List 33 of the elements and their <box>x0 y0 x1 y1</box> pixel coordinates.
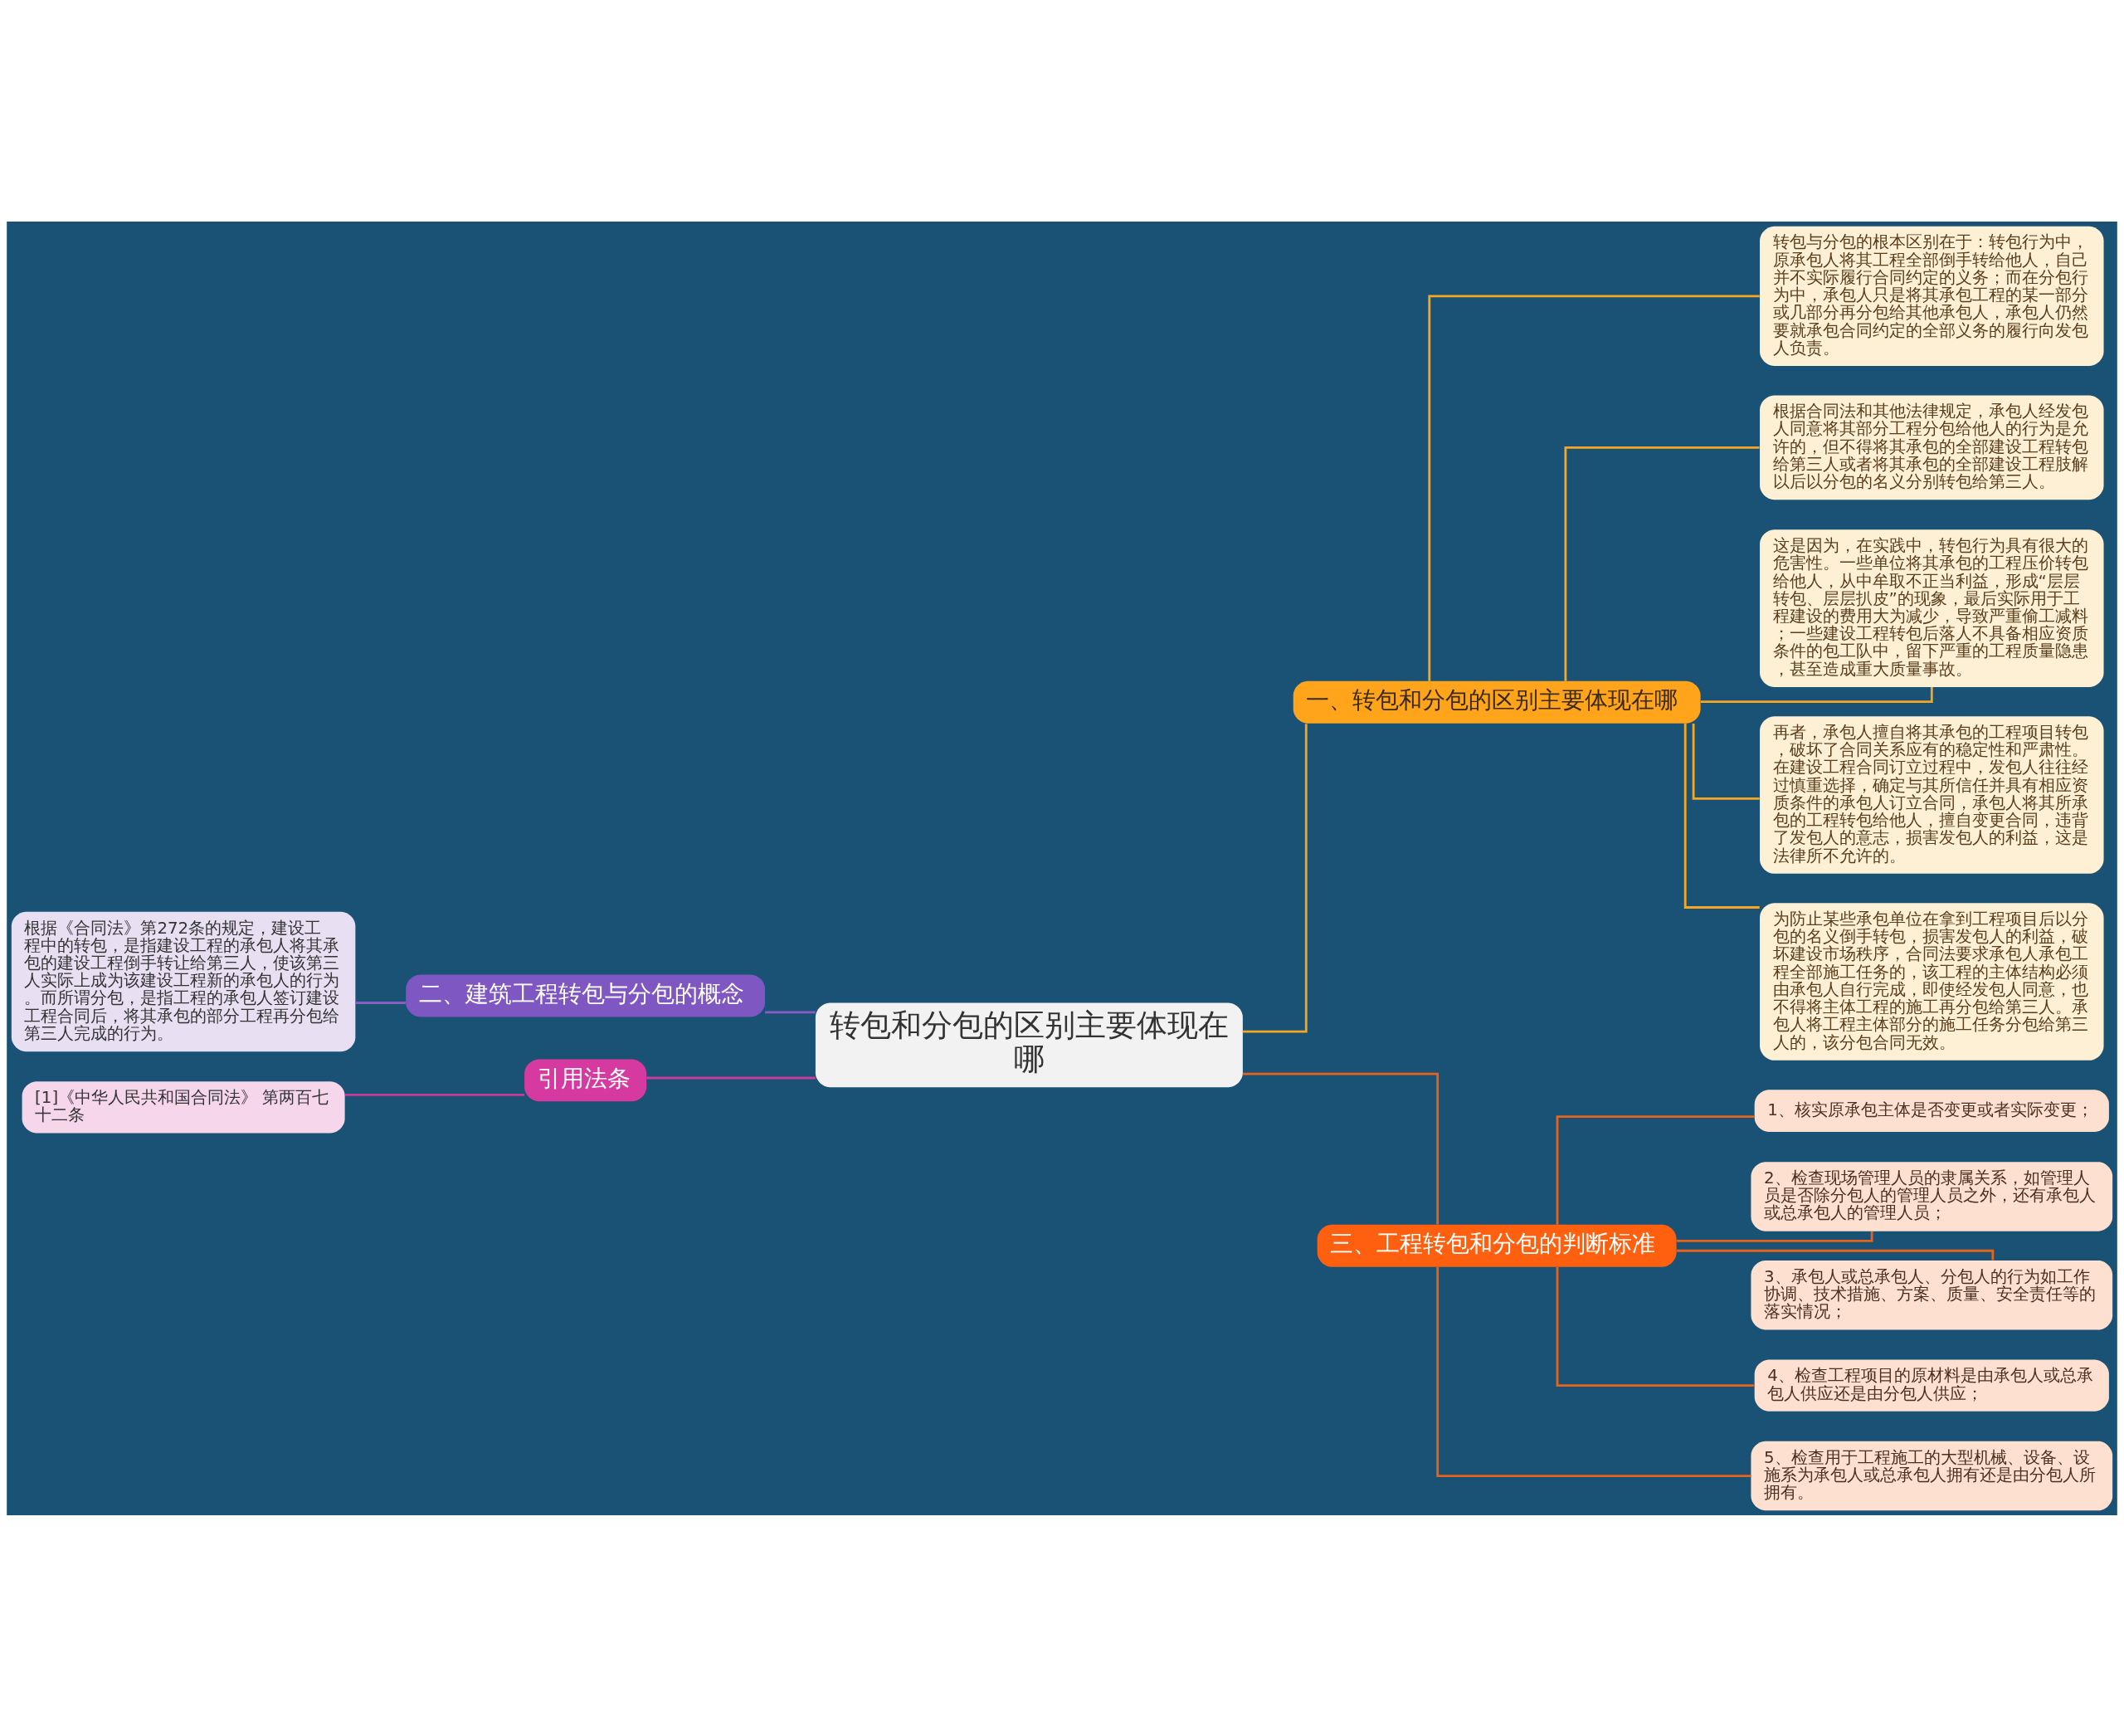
connector <box>1436 1266 1751 1477</box>
node-box: 这是因为，在实践中，转包行为具有很大的危害性。一些单位将其承包的工程压价转包给他人，从中牟取不正当利益，形成“层层转包、层层扒皮”的现象，最后实际用于工程建设的费用大为减少，导致严重偷工减料；一些建设工程转包后落人不具备相应资质条件的包工队中，留下严重的工程质量隐患，甚至造成重大质量事故。 <box>1760 529 2104 687</box>
connector <box>1692 723 1760 800</box>
node-box: 为防止某些承包单位在拿到工程项目后以分包的名义倒手转包，损害发包人的利益，破坏建设市场秩序，合同法要求承包人承包工程全部施工任务的，该工程的主体结构必须由承包人自行完成，即使经发包人同意，也不得将主体工程的施工再分包给第三人。承包人将工程主体部分的施工任务分包给第三人的，该分包合同无效。 <box>1760 902 2104 1061</box>
connector <box>355 1001 406 1004</box>
node-box: 2、检查现场管理人员的隶属关系，如管理人员是否除分包人的管理人员之外，还有承包人或总承包人的管理人员； <box>1751 1161 2113 1231</box>
connector <box>1700 686 1933 703</box>
node-box: 5、检查用于工程施工的大型机械、设备、设施系为承包人或总承包人拥有还是由分包人所拥有。 <box>1751 1441 2113 1510</box>
connector <box>1676 1249 1995 1261</box>
connector <box>1683 723 1760 909</box>
connector <box>1564 446 1760 681</box>
connector <box>1428 294 1760 681</box>
node-box: 根据《合同法》第272条的规定，建设工程中的转包，是指建设工程的承包人将其承包的建设工程倒手转让给第三人，使该第三人实际上成为该建设工程新的承包人的行为。而所谓分包，是指工程的承包人签订建设工程合同后，将其承包的部分工程再分包给第三人完成的行为。 <box>11 911 356 1051</box>
connector <box>1676 1231 1873 1242</box>
node-box: 二、建筑工程转包与分包的概念 <box>406 974 766 1017</box>
node-box: 根据合同法和其他法律规定，承包人经发包人同意将其部分工程分包给他人的行为是允许的，但不得将其承包的全部建设工程转包给第三人或者将其承包的全部建设工程肢解以后以分包的名义分别转包给第三人。 <box>1760 394 2104 500</box>
node-box: [1]《中华人民共和国合同法》 第两百七十二条 <box>22 1080 345 1133</box>
connector <box>765 1010 816 1013</box>
node-box: 一、转包和分包的区别主要体现在哪 <box>1293 680 1701 724</box>
connector <box>1243 1072 1440 1224</box>
connector <box>1556 1266 1755 1387</box>
connector <box>646 1076 816 1079</box>
connector <box>344 1093 525 1096</box>
node-box: 1、核实原承包主体是否变更或者实际变更； <box>1754 1089 2109 1132</box>
node-box: 转包和分包的区别主要体现在哪 <box>815 1002 1243 1087</box>
node-box: 转包与分包的根本区别在于：转包行为中，原承包人将其工程全部倒手转给他人，自己并不实际履行合同约定的义务；而在分包行为中，承包人只是将其承包工程的某一部分或几部分再分包给其他承包人，承包人仍然要就承包合同约定的全部义务的履行向发包人负责。 <box>1760 226 2104 366</box>
node-box: 3、承包人或总承包人、分包人的行为如工作协调、技术措施、方案、质量、安全责任等的落实情况； <box>1751 1260 2113 1329</box>
connector <box>1556 1114 1755 1225</box>
node-box: 引用法条 <box>524 1058 647 1101</box>
connector <box>1243 723 1308 1033</box>
node-box: 三、工程转包和分包的判断标准 <box>1317 1224 1677 1267</box>
node-box: 4、检查工程项目的原材料是由承包人或总承包人供应还是由分包人供应； <box>1754 1359 2109 1412</box>
node-box: 再者，承包人擅自将其承包的工程项目转包，破坏了合同关系应有的稳定性和严肃性。在建设工程合同订立过程中，发包人往往经过慎重选择，确定与其所信任并具有相应资质条件的承包人订立合同，承包人将其所承包的工程转包给他人，擅自变更合同，违背了发包人的意志，损害发包人的利益，这是法律所不允许的。 <box>1760 715 2104 874</box>
